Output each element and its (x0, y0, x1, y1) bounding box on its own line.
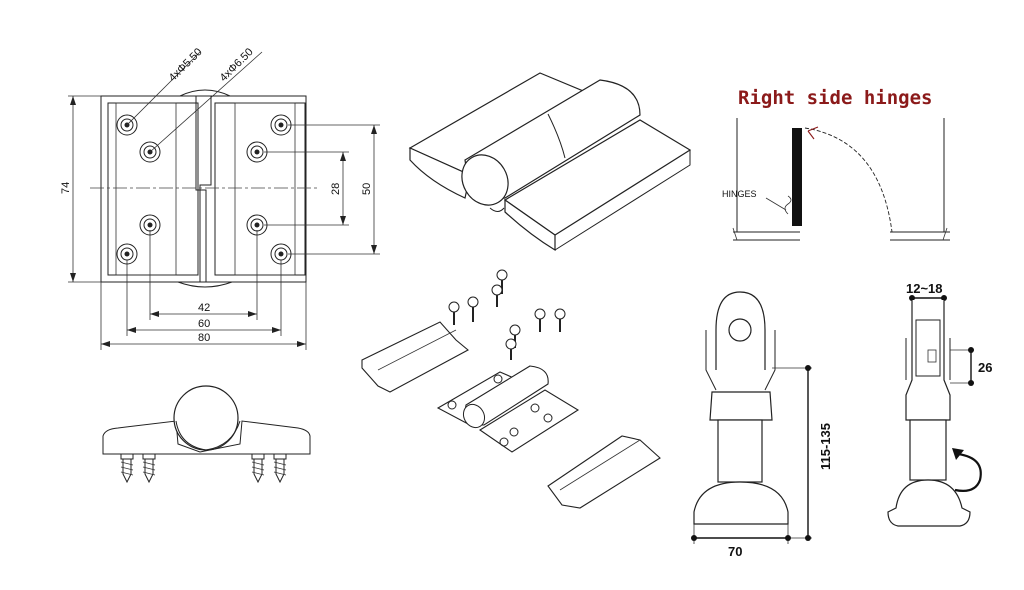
dim-70-label: 70 (728, 544, 742, 559)
hinge-outer-plate (100, 95, 307, 283)
dim-115-135-label: 115-135 (818, 423, 833, 470)
dim-42-label: 42 (198, 302, 210, 314)
hinge-front-view: 4xΦ5.50 4xΦ6.50 74 50 28 42 60 (60, 46, 380, 350)
door-panel (792, 128, 802, 226)
rotation-arrow-icon (952, 448, 982, 492)
support-foot-front-view: 115-135 70 (691, 291, 833, 559)
screw-icon (534, 308, 546, 332)
screw-icon (448, 301, 460, 325)
screw-icon (505, 338, 517, 360)
dim-12-18-label: 12~18 (906, 281, 943, 296)
screw-icon (251, 453, 265, 484)
screw-icon (273, 453, 287, 484)
dim-50-label: 50 (361, 183, 373, 195)
cover-cap-right (547, 435, 661, 509)
hinge-side-view (102, 385, 311, 484)
dim-80-label: 80 (198, 332, 210, 344)
right-side-hinges-diagram: Right side hinges HINGES (722, 87, 950, 241)
right-leaf (214, 102, 306, 276)
hole-spec-small-label: 4xΦ5.50 (167, 46, 205, 84)
hinge-isometric-view (408, 72, 692, 252)
hinges-label: HINGES (722, 189, 757, 199)
right-side-hinges-title: Right side hinges (738, 87, 932, 109)
cover-cap-left (361, 321, 469, 393)
dim-26-label: 26 (978, 360, 992, 375)
hole-icon (270, 114, 292, 136)
hole-icon (116, 243, 138, 265)
left-leaf (107, 102, 199, 276)
screw-icon (467, 296, 479, 322)
dim-28-label: 28 (330, 183, 342, 195)
hole-spec-large-label: 4xΦ6.50 (218, 46, 256, 84)
screw-icon (554, 308, 566, 332)
dim-60-label: 60 (198, 318, 210, 330)
support-foot-side-view: 12~18 26 (887, 281, 992, 527)
screw-icon (120, 453, 134, 484)
screw-icon (491, 284, 503, 307)
screw-icon (142, 453, 156, 484)
hinge-kit-exploded-view (361, 269, 661, 509)
swing-arrow-icon (807, 126, 819, 140)
dim-74-label: 74 (60, 182, 72, 194)
